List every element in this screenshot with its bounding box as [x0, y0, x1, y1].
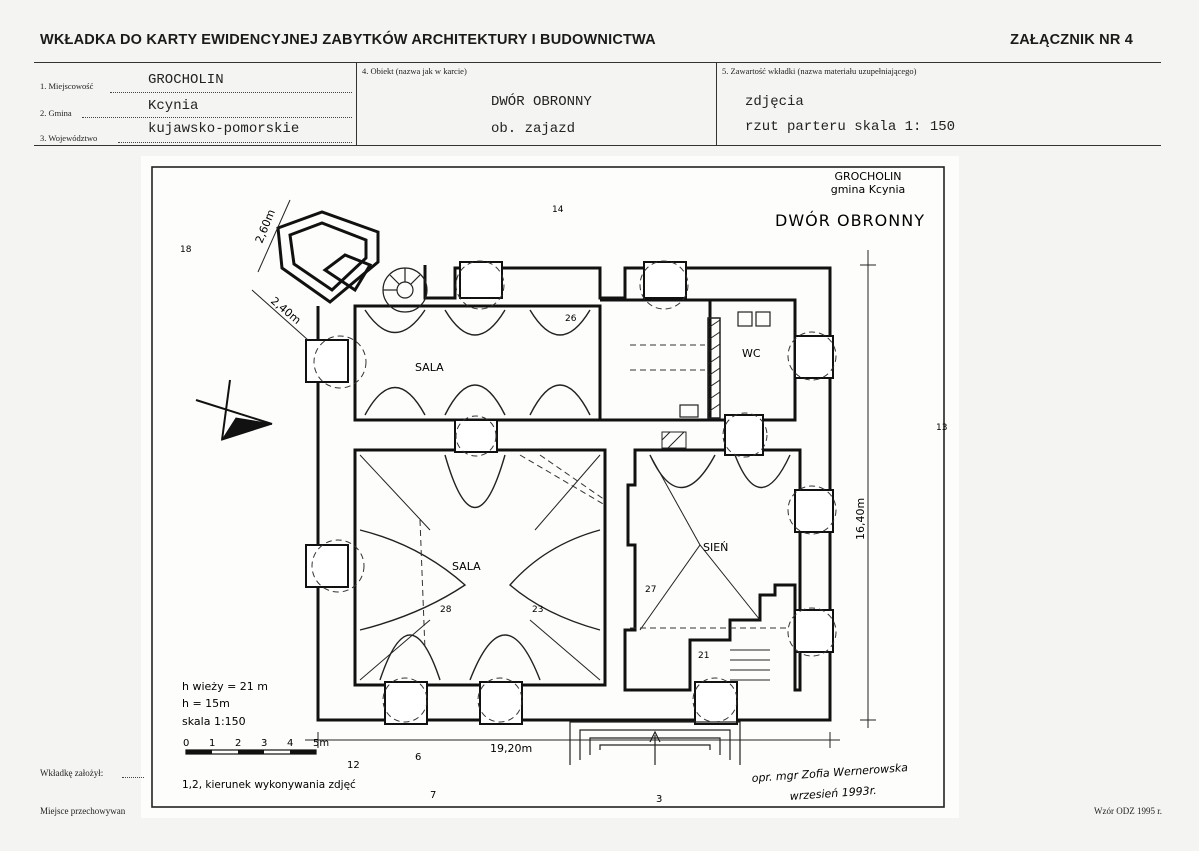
legend-tower-height: h wieży = 21 m	[182, 680, 268, 693]
footer-model: Wzór ODZ 1995 r.	[1094, 806, 1162, 816]
floor-plan-drawing: GROCHOLIN gmina Kcynia DWÓR OBRONNY SALA…	[151, 166, 947, 808]
plan-place: GROCHOLIN	[834, 170, 901, 183]
plan-title: DWÓR OBRONNY	[775, 211, 925, 230]
photo-mark: 6	[415, 752, 421, 763]
diagonal-ribs	[359, 454, 761, 681]
room-label-sien: SIEŃ	[703, 541, 728, 554]
field-value-obiekt-current: ob. zajazd	[491, 121, 576, 137]
photo-mark: 3	[656, 794, 662, 805]
field-value-wojewodztwo: kujawsko-pomorskie	[148, 121, 300, 137]
scale-tick: 3	[261, 738, 267, 749]
photo-mark: 14	[552, 205, 564, 215]
photo-mark: 7	[430, 790, 436, 801]
drawing-frame	[151, 166, 945, 808]
vault-arcs	[359, 309, 791, 681]
form-divider-1	[356, 62, 357, 146]
tower	[276, 210, 380, 304]
dim-tower-b: 2,40m	[268, 294, 303, 327]
form-divider-2	[716, 62, 717, 146]
photo-mark: 23	[532, 605, 543, 615]
scale-tick: 0	[183, 738, 189, 749]
scale-tick: 4	[287, 738, 293, 749]
entrance-steps	[569, 721, 741, 765]
field-label-gmina: 2. Gmina	[40, 108, 72, 118]
dotted-line	[118, 142, 352, 143]
scale-tick: 5m	[313, 738, 329, 749]
field-label-miejscowosc: 1. Miejscowość	[40, 81, 94, 91]
spiral-stair	[382, 267, 428, 313]
scale-tick: 1	[209, 738, 215, 749]
legend-scale: skala 1:150	[182, 715, 246, 728]
dim-tower-a: 2,60m	[253, 208, 278, 246]
form-title: WKŁADKA DO KARTY EWIDENCYJNEJ ZABYTKÓW A…	[40, 32, 656, 48]
author-date: wrzesień 1993r.	[789, 784, 877, 803]
wc-fixtures	[679, 311, 771, 418]
dotted-line	[110, 92, 352, 93]
photo-mark: 28	[440, 605, 452, 615]
photo-mark: 12	[347, 760, 360, 771]
dim-width: 19,20m	[490, 742, 532, 755]
author-signature: opr. mgr Zofia Wernerowska	[751, 761, 908, 785]
photo-mark: 18	[180, 245, 192, 255]
form-bottom-rule	[34, 145, 1161, 146]
room-label-sala-main: SALA	[452, 560, 481, 573]
photo-mark: 13	[936, 423, 947, 433]
room-label-sala-top: SALA	[415, 361, 444, 374]
legend-height: h = 15m	[182, 697, 230, 710]
field-value-obiekt: DWÓR OBRONNY	[491, 94, 592, 110]
photo-mark: 27	[645, 585, 656, 595]
dashed-lines	[311, 260, 837, 723]
dimension-lines	[251, 199, 876, 748]
field-value-zawartosc-1: zdjęcia	[745, 94, 804, 110]
footer-stored: Miejsce przechowywan	[40, 806, 126, 816]
field-value-gmina: Kcynia	[148, 98, 199, 114]
field-label-obiekt: 4. Obiekt (nazwa jak w karcie)	[362, 66, 467, 76]
footer-founded: Wkładkę założył:	[40, 768, 104, 778]
stair-hatching	[661, 317, 770, 681]
room-label-wc: WC	[742, 347, 761, 360]
attachment-number: ZAŁĄCZNIK NR 4	[1010, 32, 1133, 48]
scale-tick: 2	[235, 738, 241, 749]
form-top-rule	[34, 62, 1161, 63]
dotted-line	[122, 777, 144, 778]
dim-height: 16,40m	[854, 498, 867, 540]
photo-mark: 26	[565, 314, 577, 324]
legend-photo-direction: 1,2, kierunek wykonywania zdjęć	[182, 779, 356, 791]
field-value-zawartosc-2: rzut parteru skala 1: 150	[745, 119, 956, 135]
field-label-zawartosc: 5. Zawartość wkładki (nazwa materiału uz…	[722, 66, 917, 76]
window-bays	[305, 261, 834, 725]
floor-plan-sheet: GROCHOLIN gmina Kcynia DWÓR OBRONNY SALA…	[141, 156, 959, 818]
dotted-line	[82, 117, 352, 118]
north-arrow	[195, 379, 273, 441]
field-value-miejscowosc: GROCHOLIN	[148, 72, 224, 88]
plan-commune: gmina Kcynia	[831, 183, 906, 196]
photo-mark: 21	[698, 651, 709, 661]
scale-bar: 0 1 2 3 4 5m	[183, 738, 329, 755]
field-label-wojewodztwo: 3. Województwo	[40, 133, 98, 143]
